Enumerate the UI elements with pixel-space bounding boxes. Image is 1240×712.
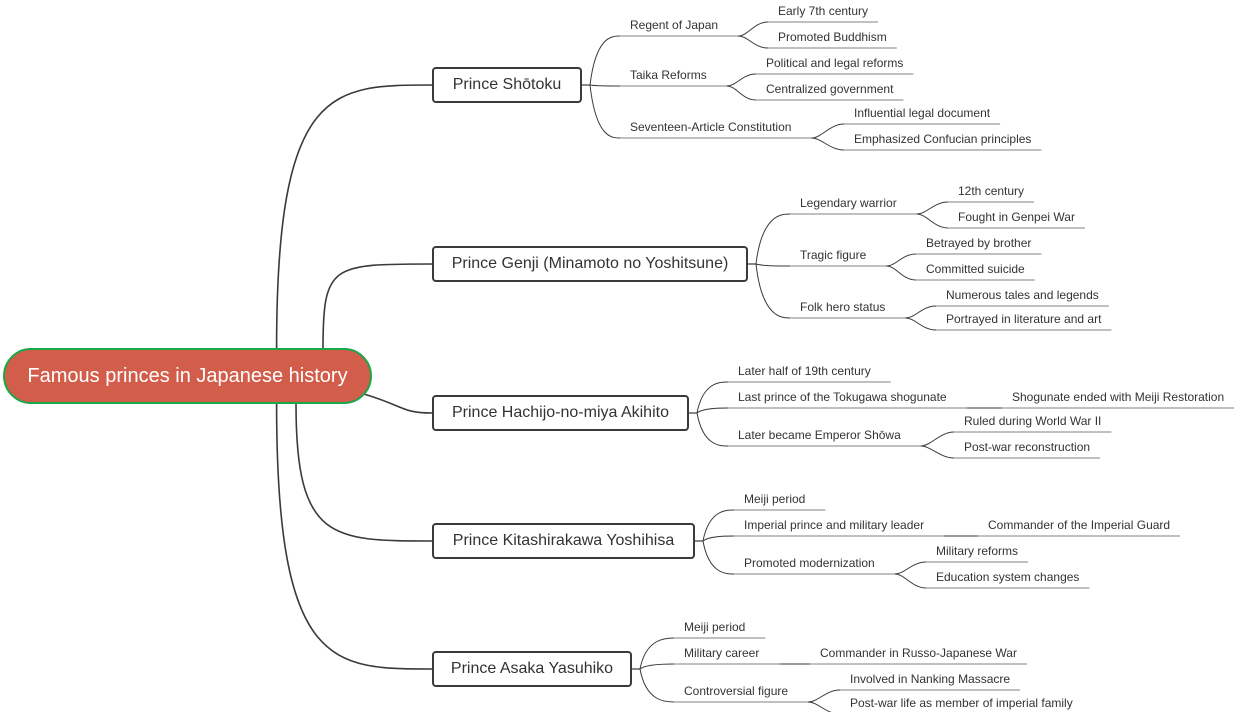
leaf-connector [916, 201, 949, 215]
leaf-connector [811, 137, 845, 151]
subtopic[interactable]: Tragic figure [800, 248, 867, 262]
subtopic[interactable]: Imperial prince and military leader [744, 518, 925, 532]
subtopic[interactable]: Meiji period [744, 492, 806, 506]
leaf-connector [905, 305, 937, 319]
root-topic[interactable]: Famous princes in Japanese history [3, 348, 372, 404]
leaf-connector [811, 123, 845, 139]
leaf-topic[interactable]: Post-war life as member of imperial fami… [850, 696, 1073, 710]
branch-prince-shotoku[interactable]: Prince Shōtoku [432, 67, 582, 103]
branch-prince-hachijo[interactable]: Prince Hachijo-no-miya Akihito [432, 395, 689, 431]
leaf-topic[interactable]: Emphasized Confucian principles [854, 132, 1032, 146]
root-connector [322, 263, 433, 349]
leaf-topic[interactable]: Portrayed in literature and art [946, 312, 1102, 326]
subtopic[interactable]: Last prince of the Tokugawa shogunate [738, 390, 947, 404]
leaf-topic[interactable]: Military reforms [936, 544, 1019, 558]
leaf-topic[interactable]: 12th century [958, 184, 1025, 198]
root-connector [363, 393, 433, 414]
subtopic[interactable]: Meiji period [684, 620, 746, 634]
leaf-connector [920, 445, 955, 459]
subtopic-connector [639, 637, 675, 670]
leaf-connector [726, 73, 757, 87]
leaf-connector [738, 35, 769, 49]
leaf-topic[interactable]: Ruled during World War II [964, 414, 1102, 428]
subtopic-connector [589, 84, 621, 139]
branch-prince-asaka[interactable]: Prince Asaka Yasuhiko [432, 651, 632, 687]
leaf-connector [905, 317, 937, 331]
leaf-connector [886, 265, 917, 281]
subtopic-connector [755, 263, 791, 319]
leaf-topic[interactable]: Committed suicide [926, 262, 1025, 276]
leaf-topic[interactable]: Commander of the Imperial Guard [988, 518, 1171, 532]
subtopic-connector [755, 263, 791, 267]
root-connector [275, 403, 433, 670]
root-connector [275, 84, 433, 349]
leaf-topic[interactable]: Involved in Nanking Massacre [850, 672, 1011, 686]
branch-prince-genji[interactable]: Prince Genji (Minamoto no Yoshitsune) [432, 246, 748, 282]
leaf-connector [916, 213, 949, 229]
subtopic-connector [696, 412, 729, 447]
leaf-topic[interactable]: Numerous tales and legends [946, 288, 1099, 302]
subtopic[interactable]: Controversial figure [684, 684, 789, 698]
leaf-topic[interactable]: Commander in Russo-Japanese War [820, 646, 1017, 660]
leaf-topic[interactable]: Shogunate ended with Meiji Restoration [1012, 390, 1225, 404]
leaf-topic[interactable]: Centralized government [766, 82, 894, 96]
leaf-topic[interactable]: Early 7th century [778, 4, 869, 18]
subtopic-connector [696, 407, 729, 414]
leaf-connector [920, 431, 955, 447]
leaf-topic[interactable]: Promoted Buddhism [778, 30, 887, 44]
subtopic-connector [702, 540, 735, 575]
subtopic[interactable]: Military career [684, 646, 760, 660]
subtopic-connector [589, 35, 621, 86]
subtopic-connector [589, 84, 621, 87]
subtopic-connector [702, 509, 735, 542]
root-connector [295, 403, 433, 542]
leaf-connector [894, 573, 927, 589]
subtopic-connector [702, 535, 735, 542]
leaf-connector [738, 21, 769, 37]
subtopic-connector [639, 663, 675, 670]
subtopic[interactable]: Folk hero status [800, 300, 886, 314]
subtopic[interactable]: Promoted modernization [744, 556, 875, 570]
subtopic[interactable]: Regent of Japan [630, 18, 719, 32]
subtopic[interactable]: Later half of 19th century [738, 364, 871, 378]
subtopic[interactable]: Seventeen-Article Constitution [630, 120, 792, 134]
leaf-connector [894, 561, 927, 575]
leaf-topic[interactable]: Education system changes [936, 570, 1080, 584]
leaf-topic[interactable]: Influential legal document [854, 106, 991, 120]
leaf-connector [886, 253, 917, 267]
subtopic[interactable]: Later became Emperor Shōwa [738, 428, 901, 442]
branch-prince-kitashirakawa[interactable]: Prince Kitashirakawa Yoshihisa [432, 523, 695, 559]
subtopic-connector [639, 668, 675, 703]
leaf-topic[interactable]: Political and legal reforms [766, 56, 904, 70]
leaf-connector [808, 701, 832, 712]
subtopic[interactable]: Taika Reforms [630, 68, 707, 82]
leaf-topic[interactable]: Betrayed by brother [926, 236, 1032, 250]
subtopic[interactable]: Legendary warrior [800, 196, 897, 210]
subtopic-connector [755, 213, 791, 265]
leaf-topic[interactable]: Post-war reconstruction [964, 440, 1091, 454]
leaf-connector [808, 689, 841, 703]
leaf-connector [726, 85, 757, 101]
subtopic-connector [696, 381, 729, 414]
leaf-topic[interactable]: Fought in Genpei War [958, 210, 1075, 224]
